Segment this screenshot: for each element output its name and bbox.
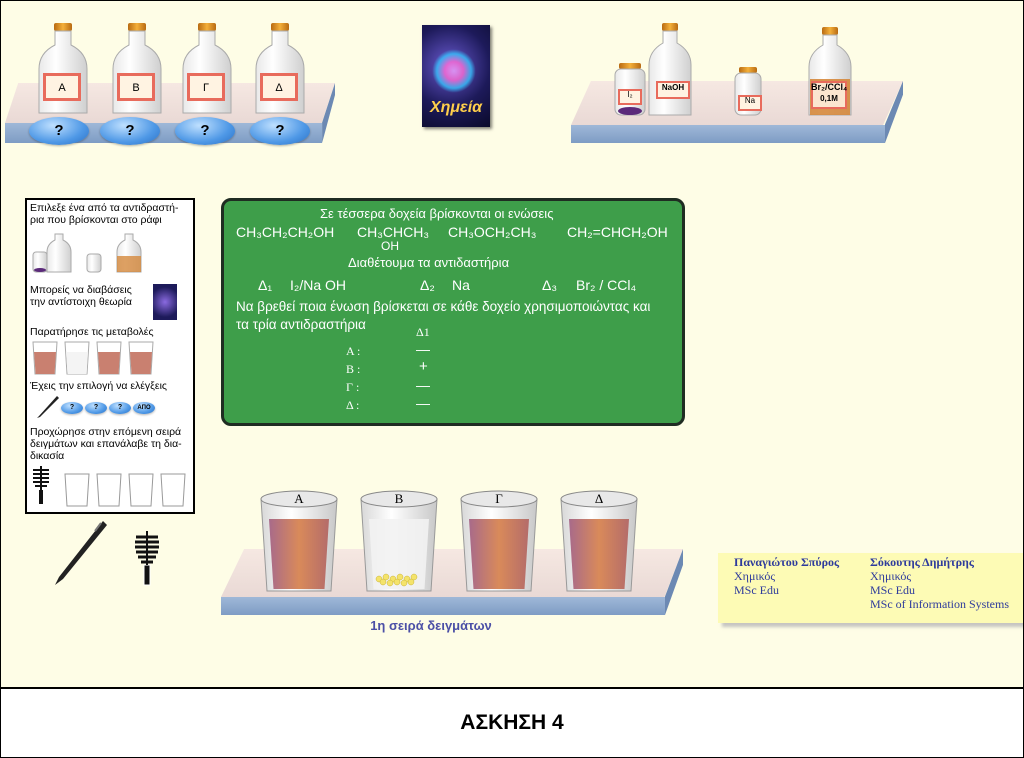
board-reagent-d1: I₂/Na OH xyxy=(290,277,346,293)
cup-a[interactable] xyxy=(260,490,338,592)
author2-role-1: Χημικός xyxy=(870,569,912,583)
bottle-b-text: Β xyxy=(132,82,140,94)
instr-step3: Παρατήρησε τις μεταβολές xyxy=(30,326,154,338)
bottle-c-text: Γ xyxy=(202,82,210,94)
instr-mini-button-2: ? xyxy=(85,402,107,414)
instr-mini-cups xyxy=(32,341,154,375)
reagent-naoh-text: NaOH xyxy=(661,83,685,92)
author2-role-2: MSc Edu xyxy=(870,583,915,597)
instr-step1-line1: Επιλεξε ένα από τα αντιδραστή- xyxy=(30,202,179,214)
board-compound-2: CH₃CHCH₃ xyxy=(357,224,430,240)
board-question-line1: Να βρεθεί ποια ένωση βρίσκεται σε κάθε δ… xyxy=(236,299,651,314)
author1-name: Παναγιώτου Σπύρος xyxy=(734,555,840,569)
footer-bar: ΑΣΚΗΣΗ 4 xyxy=(1,687,1023,757)
pen-icon[interactable] xyxy=(51,519,107,587)
instr-mini-book xyxy=(153,284,177,320)
bottle-b-label xyxy=(117,73,155,101)
board-row-a-value: — xyxy=(416,341,430,357)
board-row-d-label: Δ : xyxy=(346,398,360,412)
bottle-a-text: Α xyxy=(58,82,66,94)
cup-b[interactable] xyxy=(360,490,438,592)
credits-box: Παναγιώτου Σπύρος Χημικός MSc Edu Σόκουτ… xyxy=(718,553,1023,623)
instr-mini-button-1: ? xyxy=(61,402,83,414)
reagent-na-text: Na xyxy=(744,96,756,105)
reagent-br2-text: Br₂/CCl₄ xyxy=(811,82,848,92)
reagent-naoh-bottle[interactable] xyxy=(648,23,692,116)
board-intro: Σε τέσσερα δοχεία βρίσκονται οι ενώσεις xyxy=(320,206,554,221)
instr-step5-line3: δικασία xyxy=(30,450,65,462)
board-results-header: Δ1 xyxy=(416,325,430,339)
bottle-c-label xyxy=(187,73,225,101)
cup-a-label: Α xyxy=(294,491,304,506)
instructions-panel: Επιλεξε ένα από τα αντιδραστή- ρια που β… xyxy=(25,198,195,514)
check-bottle-d-button[interactable]: ? xyxy=(250,117,310,145)
reagent-br2-conc: 0,1M xyxy=(820,94,838,103)
reagent-i2-text: I₂ xyxy=(627,90,633,99)
instr-mini-button-4: ΑΠΟ xyxy=(133,402,155,414)
reagent-na-label xyxy=(738,95,762,111)
author2-role-3: MSc of Information Systems xyxy=(870,597,1009,611)
bottle-a-label xyxy=(43,73,81,101)
instr-step5-line2: δειγμάτων και επανάλαβε τη δια- xyxy=(30,438,182,450)
book-sparkle xyxy=(432,49,476,93)
board-compound-3: CH₃OCH₂CH₃ xyxy=(448,224,537,240)
cup-d-label: Δ xyxy=(594,491,604,506)
instr-mini-empty-cups xyxy=(64,473,186,507)
board-reagent-d2: Na xyxy=(452,277,470,293)
instr-step5-line1: Προχώρησε στην επόμενη σειρά xyxy=(30,426,182,438)
instr-step1-line2: ρια που βρίσκονται στο ράφι xyxy=(30,214,162,226)
board-compound-4: CH₂=CHCH₂OH xyxy=(567,224,668,240)
board-compound-1: CH₃CH₂CH₂OH xyxy=(236,224,335,240)
cup-c[interactable] xyxy=(460,490,538,592)
theory-book[interactable]: Χημεία xyxy=(422,25,490,127)
unknown-bottles xyxy=(38,23,305,114)
instr-step2-line2: την αντίστοιχη θεωρία xyxy=(30,296,132,308)
book-title: Χημεία xyxy=(429,99,483,116)
instr-mini-pen-icon xyxy=(37,396,59,418)
reagent-br2-label xyxy=(811,81,847,109)
author1-role-1: Χημικός xyxy=(734,569,776,583)
brush-icon[interactable] xyxy=(133,531,161,587)
board-row-c-value: — xyxy=(416,377,430,393)
exercise-title: ΑΣΚΗΣΗ 4 xyxy=(460,711,564,734)
check-bottle-a-button[interactable]: ? xyxy=(29,117,89,145)
board-row-d-value: — xyxy=(416,395,430,411)
instr-mini-button-3: ? xyxy=(109,402,131,414)
author2-name: Σόκουτης Δημήτρης xyxy=(870,555,974,569)
sample-series-label: 1η σειρά δειγμάτων xyxy=(370,618,492,633)
board-question-line2: τα τρία αντιδραστήρια xyxy=(236,317,366,332)
board-reagent-d2-tag: Δ₂ xyxy=(420,277,435,293)
reagent-naoh-label xyxy=(656,81,690,99)
cup-shelf-front xyxy=(221,597,665,615)
cup-b-label: Β xyxy=(394,491,404,506)
cup-c-label: Γ xyxy=(495,491,503,506)
board-row-c-label: Γ : xyxy=(346,380,360,394)
bottle-d-label xyxy=(260,73,298,101)
board-reagent-d3-tag: Δ₃ xyxy=(542,277,558,293)
instr-step4: Έχεις την επιλογή να ελέγξεις xyxy=(30,380,167,392)
instr-mini-brush-icon xyxy=(33,466,49,504)
author1-role-2: MSc Edu xyxy=(734,583,779,597)
cup-d[interactable] xyxy=(560,490,638,592)
check-bottle-c-button[interactable]: ? xyxy=(175,117,235,145)
board-row-b-label: Β : xyxy=(346,362,361,376)
check-bottle-b-button[interactable]: ? xyxy=(100,117,160,145)
instr-step2-line1: Μπορείς να διαβάσεις xyxy=(30,284,132,296)
board-reagents-heading: Διαθέτουμα τα αντιδαστήρια xyxy=(348,255,510,270)
board-row-b-value: + xyxy=(419,358,428,375)
instr-mini-buttons: ? ? ? ΑΠΟ xyxy=(61,402,155,414)
board-compound-2-oh: OH xyxy=(381,239,399,253)
right-shelf-front xyxy=(571,125,885,143)
sample-cups xyxy=(260,490,638,592)
instr-mini-bottles xyxy=(32,233,142,273)
reagent-i2-label xyxy=(618,89,642,105)
board-reagent-d1-tag: Δ₁ xyxy=(258,277,273,293)
board-row-a-label: Α : xyxy=(346,344,361,358)
board-reagent-d3: Br₂ / CCl₄ xyxy=(576,277,637,293)
bottle-d-text: Δ xyxy=(275,82,283,94)
problem-board: Σε τέσσερα δοχεία βρίσκονται οι ενώσεις … xyxy=(221,198,685,426)
